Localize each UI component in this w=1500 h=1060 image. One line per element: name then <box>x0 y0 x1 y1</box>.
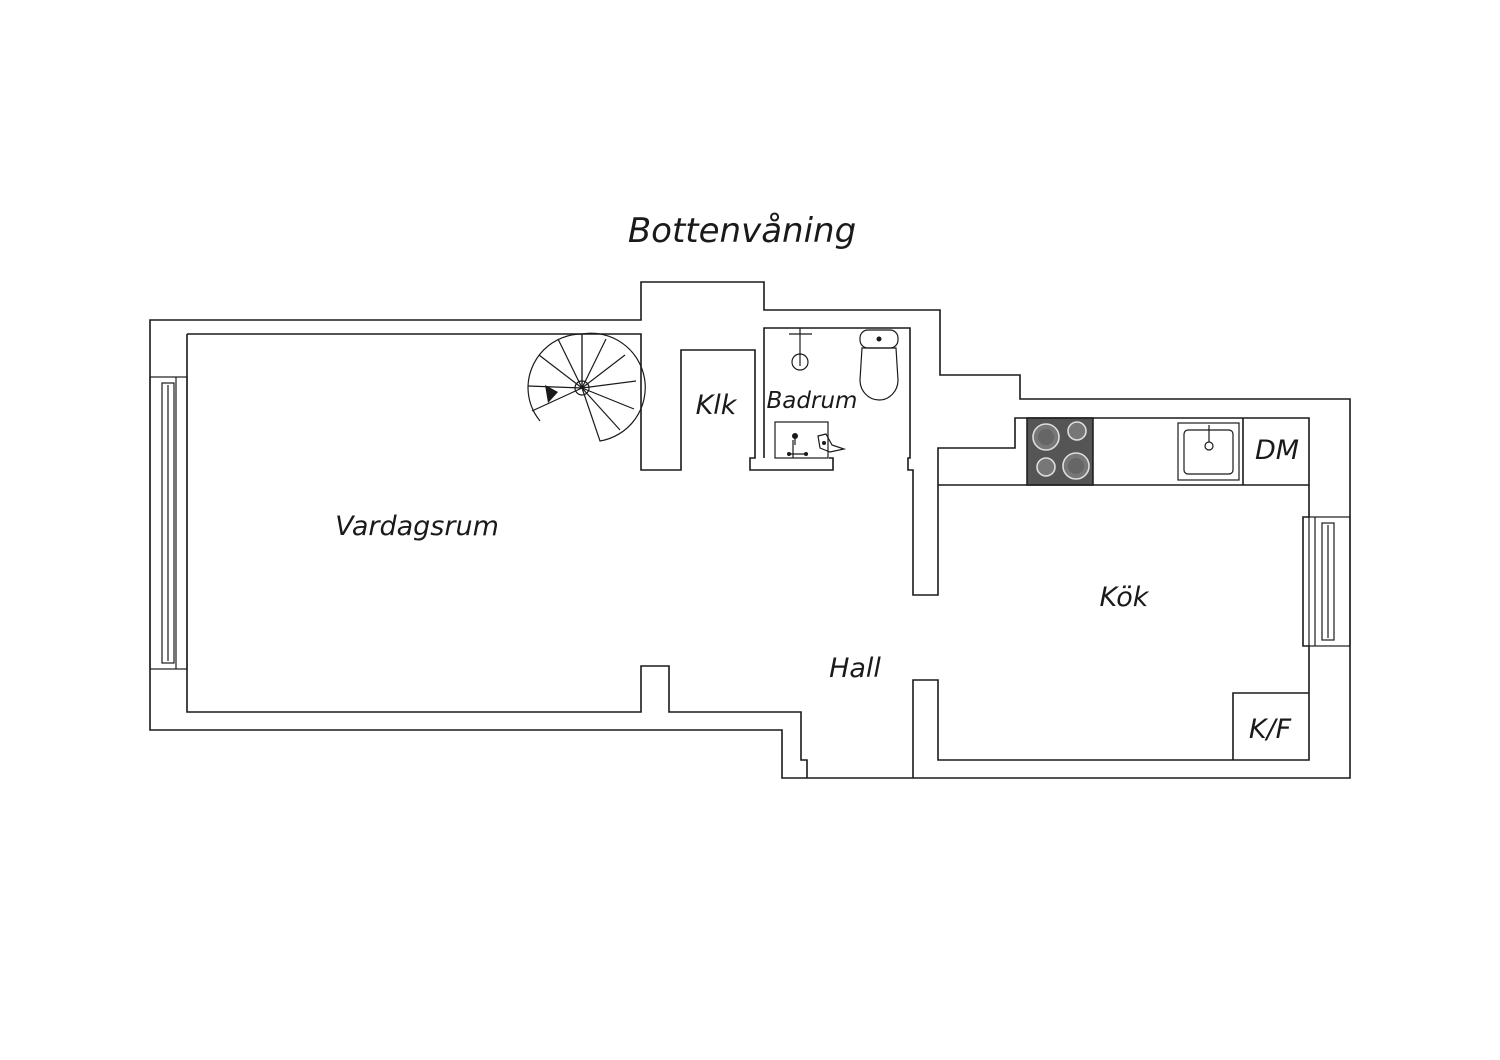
kitchen-wall <box>912 485 1310 778</box>
outer-wall <box>149 281 1351 779</box>
room-label-vardagsrum: Vardagsrum <box>335 511 499 542</box>
living-room-wall <box>186 333 834 778</box>
label-dishwasher: DM <box>1255 435 1299 466</box>
bathroom-wall <box>763 327 1310 596</box>
sink-icon <box>1177 422 1240 481</box>
shower-icon <box>789 328 812 371</box>
right-window <box>1308 516 1351 647</box>
spiral-staircase <box>527 332 646 442</box>
label-fridge-freezer: K/F <box>1249 714 1292 745</box>
room-label-kok: Kök <box>1100 582 1150 613</box>
room-label-klk: Klk <box>696 390 738 421</box>
washbasin-icon <box>774 421 847 459</box>
room-label-hall: Hall <box>829 653 881 684</box>
stove-icon <box>1026 417 1094 486</box>
left-window <box>149 376 188 670</box>
fridge-freezer-box <box>1232 692 1309 760</box>
toilet-icon <box>859 329 899 401</box>
floor-title: Bottenvåning <box>628 211 856 251</box>
room-label-badrum: Badrum <box>767 388 858 414</box>
